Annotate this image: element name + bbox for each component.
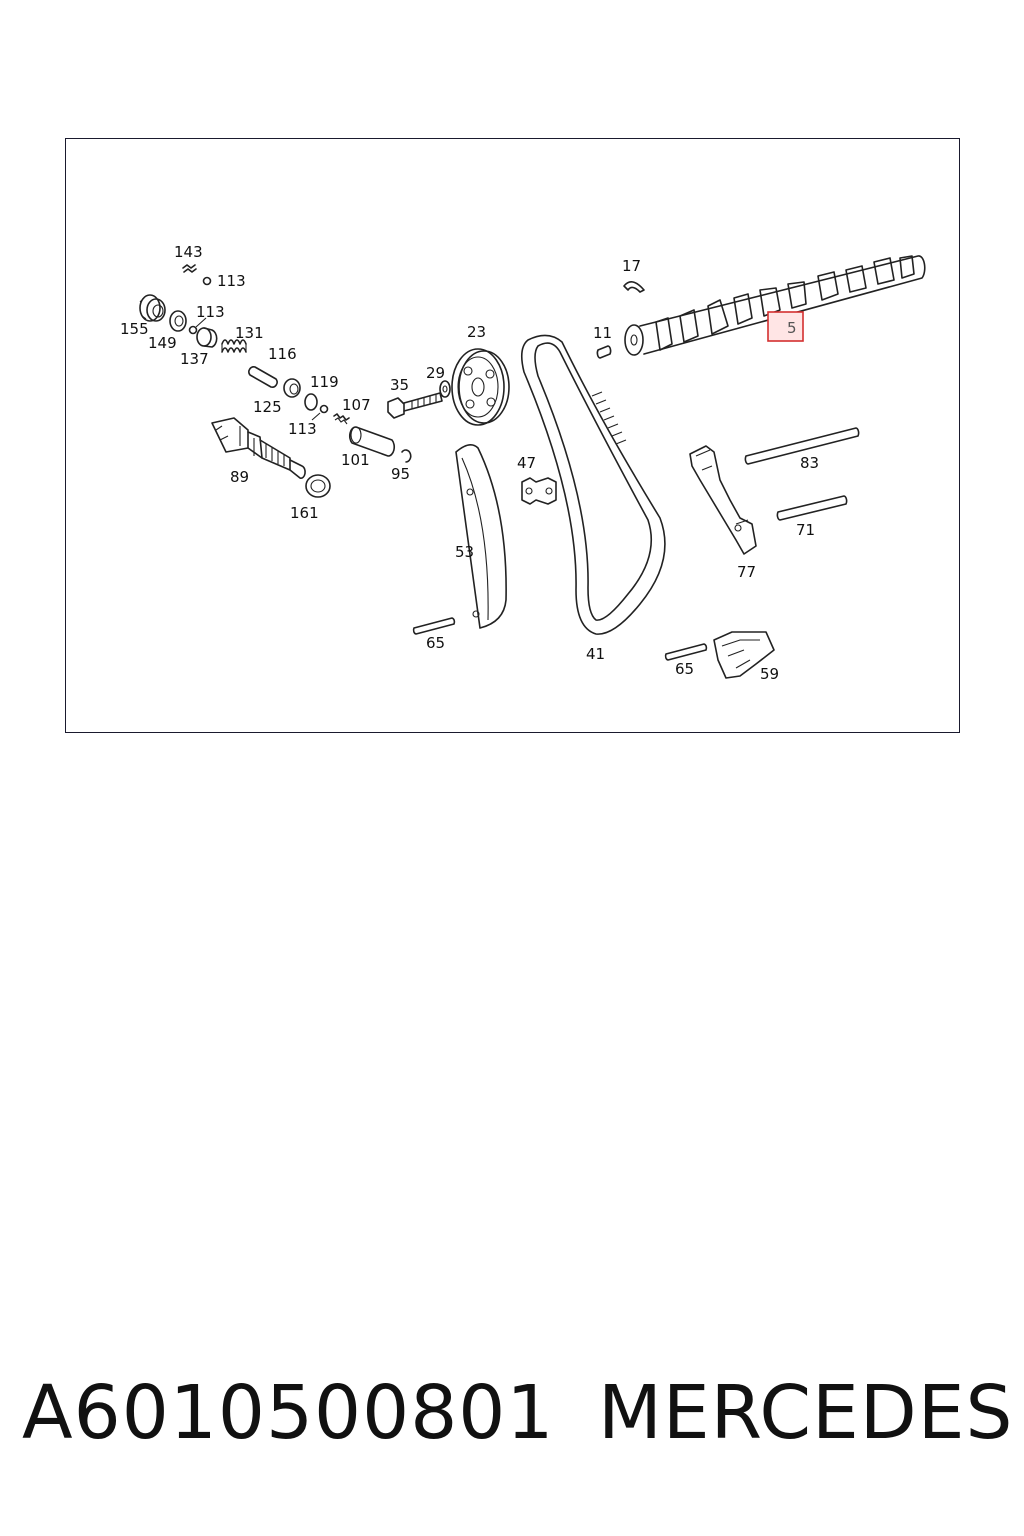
part-107-spring[interactable] — [333, 413, 350, 425]
footer-caption: A6010500801 MERCEDES — [0, 1370, 1024, 1470]
part-131-spring[interactable] — [221, 339, 247, 353]
label-5[interactable]: 5 — [787, 319, 797, 337]
label-161: 161 — [290, 504, 319, 522]
part-113-oring-top[interactable] — [202, 276, 212, 286]
part-125-bushing[interactable] — [283, 378, 301, 398]
label-83: 83 — [800, 454, 819, 472]
part-83-shaft[interactable] — [744, 427, 860, 465]
part-155-cap[interactable] — [139, 294, 166, 322]
part-65-pin-left[interactable] — [412, 617, 456, 635]
label-131: 131 — [235, 324, 264, 342]
label-59: 59 — [760, 665, 779, 683]
part-119-ring[interactable] — [304, 393, 318, 411]
part-77-tensioner-arm[interactable] — [689, 445, 757, 555]
part-143-spring[interactable] — [182, 264, 197, 273]
label-29: 29 — [426, 364, 445, 382]
part-11-dowel-pin[interactable] — [596, 345, 612, 359]
label-65-right: 65 — [675, 660, 694, 678]
part-47-chain-link[interactable] — [521, 477, 557, 505]
label-11: 11 — [593, 324, 612, 342]
label-101: 101 — [341, 451, 370, 469]
part-95-ring[interactable] — [401, 449, 412, 463]
label-113-mid: 113 — [196, 303, 225, 321]
label-155: 155 — [120, 320, 149, 338]
label-137: 137 — [180, 350, 209, 368]
part-23-sprocket[interactable] — [451, 348, 510, 426]
part-113-oring-lower[interactable] — [311, 404, 329, 421]
part-113-oring-mid[interactable] — [188, 317, 207, 335]
part-53-guide-rail[interactable] — [455, 444, 507, 629]
label-143: 143 — [174, 243, 203, 261]
label-116: 116 — [268, 345, 297, 363]
label-113-lower: 113 — [288, 420, 317, 438]
exploded-parts-diagram: 143 113 113 155 149 137 131 116 119 125 … — [120, 243, 926, 683]
brand-name: MERCEDES — [598, 1370, 1014, 1456]
part-17-woodruff-key[interactable] — [623, 281, 645, 293]
part-65-pin-right[interactable] — [664, 643, 708, 661]
diagram-frame — [65, 138, 960, 733]
label-71: 71 — [796, 521, 815, 539]
label-53: 53 — [455, 543, 474, 561]
part-101-roller[interactable] — [349, 426, 395, 457]
label-17: 17 — [622, 257, 641, 275]
highlight-box-part-5[interactable] — [767, 311, 804, 342]
label-89: 89 — [230, 468, 249, 486]
part-71-shaft[interactable] — [776, 495, 848, 521]
part-59-guide-slide[interactable] — [713, 631, 775, 679]
part-35-bolt[interactable] — [387, 392, 443, 419]
part-137-sleeve[interactable] — [196, 327, 218, 348]
label-47: 47 — [517, 454, 536, 472]
part-41-timing-chain[interactable] — [520, 334, 666, 635]
part-161-seal[interactable] — [305, 474, 331, 498]
label-35: 35 — [390, 376, 409, 394]
label-41: 41 — [586, 645, 605, 663]
part-number: A6010500801 — [22, 1370, 555, 1456]
part-5-camshaft[interactable] — [624, 255, 926, 356]
label-125: 125 — [253, 398, 282, 416]
part-116-pin[interactable] — [248, 366, 278, 388]
label-149: 149 — [148, 334, 177, 352]
part-149-washer[interactable] — [169, 310, 187, 332]
label-95: 95 — [391, 465, 410, 483]
label-119: 119 — [310, 373, 339, 391]
label-113-top: 113 — [217, 272, 246, 290]
label-23: 23 — [467, 323, 486, 341]
label-107: 107 — [342, 396, 371, 414]
label-65-left: 65 — [426, 634, 445, 652]
label-77: 77 — [737, 563, 756, 581]
part-89-injector[interactable] — [211, 417, 306, 479]
part-29-washer[interactable] — [439, 380, 451, 398]
